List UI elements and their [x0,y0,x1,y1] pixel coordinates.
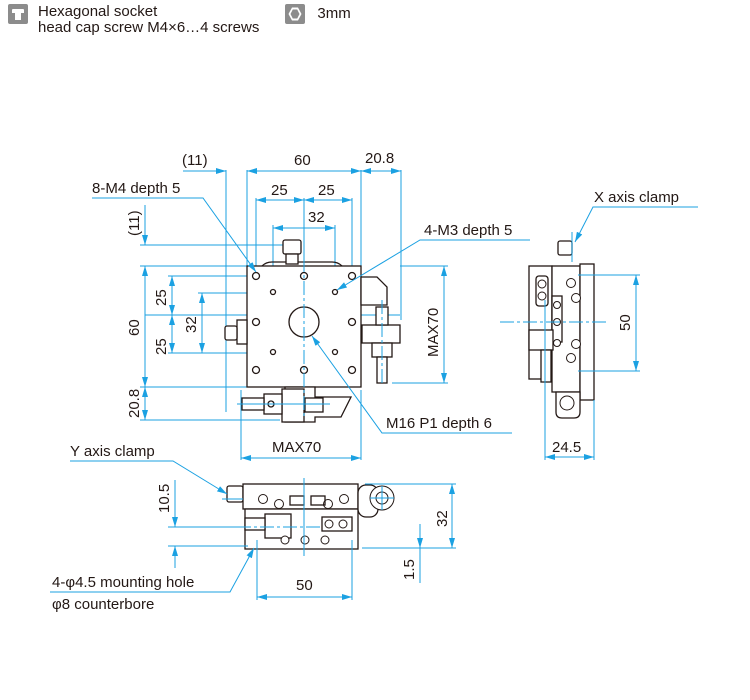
dim-front-base-1-5: 1.5 [401,559,418,580]
dim-max-width: MAX70 [272,439,321,456]
dim-side-width-24-5: 24.5 [552,439,581,456]
side-view: 50 24.5 X axis clamp [500,189,698,460]
top-clamp-knob [282,239,302,255]
dim-height-60: 60 [126,319,143,336]
callout-y-axis-clamp: Y axis clamp [70,443,155,460]
wrench-size: 3mm [317,5,351,22]
top-clamp-stem [285,253,299,265]
callout-x-axis-clamp: X axis clamp [594,189,679,206]
dim-v-upper-25: 25 [153,289,170,306]
dim-offset-top: (11) [126,210,143,236]
screw-spec: Hexagonal socket head cap screw M4×6…4 s… [38,4,259,36]
screw-spec-line2: head cap screw M4×6…4 screws [38,19,260,36]
hex-socket-screw-icon [8,4,28,24]
dim-front-total-32: 32 [434,510,451,527]
legend: Hexagonal socket head cap screw M4×6…4 s… [8,4,351,36]
dim-offset-left: (11) [182,152,208,169]
callout-m16: M16 P1 depth 6 [386,415,492,432]
dim-v-inner-32: 32 [183,316,200,333]
front-view: 10.5 32 1.5 50 Y axis clamp 4-φ4.5 mount… [50,443,456,613]
screw-spec-line1: Hexagonal socket [38,3,158,20]
dim-hole-right-25: 25 [318,182,335,199]
callout-counterbore: φ8 counterbore [52,596,154,613]
dim-side-height-50: 50 [617,314,634,331]
top-view: (11) 60 20.8 25 25 32 (11) 60 25 25 32 2… [92,150,530,461]
dim-front-upper-10-5: 10.5 [156,484,173,513]
dim-front-hole-pitch-50: 50 [296,577,313,594]
dim-hole-left-25: 25 [271,182,288,199]
dim-width-60: 60 [294,152,311,169]
callout-8-m4: 8-M4 depth 5 [92,180,180,197]
dim-right-20-8: 20.8 [365,150,394,167]
dim-max-height: MAX70 [425,308,442,357]
dim-v-lower-25: 25 [153,338,170,355]
callout-mounting-hole: 4-φ4.5 mounting hole [52,574,194,591]
callout-4-m3: 4-M3 depth 5 [424,222,512,239]
dim-hole-inner-32: 32 [308,209,325,226]
hexagon-wrench-icon [285,4,306,24]
dim-bottom-20-8: 20.8 [126,389,143,418]
